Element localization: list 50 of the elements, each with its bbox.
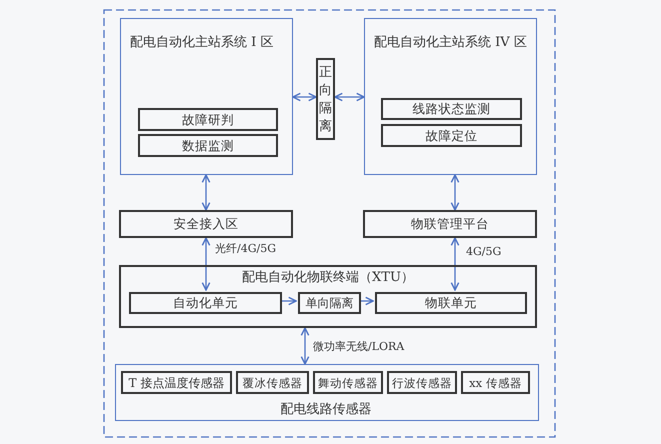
box-label: xx 传感器 — [468, 374, 523, 390]
box-label: 覆冰传感器 — [242, 374, 304, 390]
isolation-box — [316, 58, 335, 140]
function-box — [381, 98, 522, 120]
box-heading: 配电自动化物联终端（XTU） — [241, 269, 415, 286]
box-label: 故障定位 — [424, 128, 478, 144]
box-heading: 配电自动化主站系统 IV 区 — [374, 34, 527, 51]
box-label: 行波传感器 — [391, 374, 453, 390]
zone-box — [364, 18, 537, 175]
arrow — [202, 237, 210, 291]
function-box — [138, 134, 278, 157]
function-box — [461, 371, 530, 394]
function-box — [138, 108, 278, 131]
function-box — [313, 371, 383, 394]
platform-box — [119, 210, 293, 238]
arrow — [292, 92, 317, 102]
arrow — [300, 327, 310, 365]
sensor-group-box — [115, 364, 539, 421]
box-label: 物联单元 — [424, 295, 478, 311]
function-box — [298, 292, 361, 314]
function-box — [387, 371, 457, 394]
arrow — [280, 296, 297, 306]
edge-label: 4G/5G — [465, 245, 502, 258]
arrow — [202, 174, 210, 211]
function-box — [129, 292, 282, 314]
zone-box — [120, 18, 293, 175]
box-label: 线路状态监测 — [412, 101, 492, 117]
function-box — [381, 124, 522, 147]
arrow — [450, 237, 460, 291]
function-box — [375, 292, 527, 314]
arrow — [359, 296, 374, 306]
box-heading: 配电线路传感器 — [280, 401, 372, 418]
box-label: 物联管理平台 — [410, 216, 490, 232]
box-label: 单向隔离 — [304, 295, 354, 311]
box-label: 安全接入区 — [172, 216, 240, 232]
box-heading: 配电自动化主站系统 I 区 — [130, 34, 274, 51]
terminal-box — [119, 265, 537, 328]
box-label: 自动化单元 — [172, 295, 239, 311]
function-box — [121, 371, 232, 394]
arrow — [334, 92, 365, 102]
edge-label: 光纤/4G/5G — [214, 241, 277, 256]
box-label: 舞动传感器 — [317, 374, 379, 390]
edge-label: 微功率无线/LORA — [312, 339, 406, 354]
box-label: T 接点温度传感器 — [128, 374, 226, 390]
box-label: 正向隔离 — [318, 64, 333, 136]
box-label: 数据监测 — [181, 138, 235, 154]
platform-box — [363, 210, 537, 238]
box-label: 故障研判 — [181, 112, 235, 128]
arrow — [450, 174, 460, 211]
function-box — [236, 371, 309, 394]
